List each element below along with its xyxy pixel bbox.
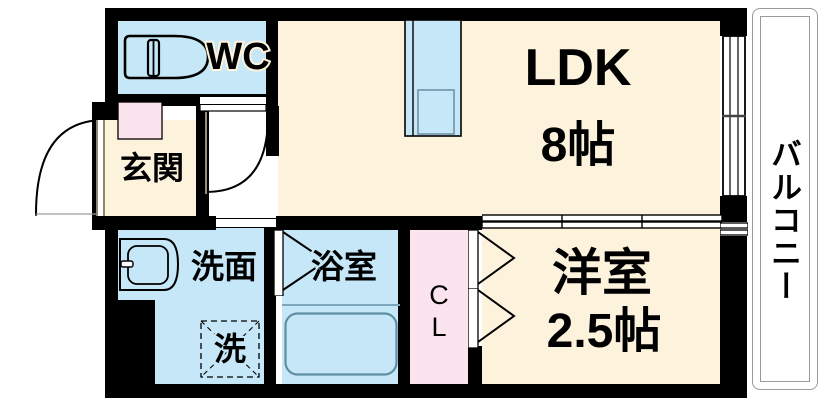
entrance-door-leaf	[96, 120, 105, 216]
closet-label-line2: L	[431, 312, 447, 342]
senmen-doorway-threshold	[216, 218, 276, 228]
washing-machine-space-icon	[200, 320, 260, 378]
room-closet-floor	[410, 228, 468, 386]
bath-shelf-line	[282, 304, 400, 306]
hall-swing-door-icon	[200, 104, 280, 204]
wall-hall-door-head-right	[266, 106, 279, 156]
shoe-cabinet-icon	[117, 101, 163, 141]
room-label-washer: 洗	[212, 331, 248, 367]
wall-senmen-top	[105, 216, 216, 230]
balcony-sliding-window-icon	[722, 36, 746, 196]
wall-exterior-right-lower	[720, 236, 747, 398]
wall-exterior-right-upper	[720, 8, 747, 36]
wall-closet-right-head	[468, 216, 482, 230]
wall-senmen-left-block	[105, 300, 155, 398]
washbasin-icon	[118, 236, 182, 294]
toilet-icon	[122, 28, 214, 86]
closet-label-line1: C	[429, 280, 449, 310]
western-room-window-icon	[720, 222, 748, 237]
wall-senmen-bath-divider	[264, 228, 276, 386]
room-label-wc: WC	[204, 36, 271, 78]
balcony-inner-outline	[760, 16, 810, 382]
bathtub-icon	[284, 312, 398, 376]
balcony-label: バルコニー	[766, 138, 801, 303]
kitchen-sink-icon	[404, 20, 462, 138]
closet-folding-door-upper-icon	[468, 230, 518, 292]
room-sliding-partition-icon	[482, 214, 722, 232]
room-label-western: 洋室	[550, 245, 654, 301]
wall-bath-closet-divider	[398, 228, 410, 386]
wall-senmen-left-strip	[105, 228, 118, 308]
closet-folding-door-lower-icon	[468, 288, 518, 350]
wall-exterior-left-genkan-top	[92, 102, 118, 120]
wall-exterior-top	[105, 8, 747, 21]
wall-exterior-bottom	[105, 384, 747, 398]
bathroom-folding-door-icon	[274, 230, 330, 296]
room-label-bath: 浴室	[309, 248, 379, 285]
wall-bath-top	[276, 216, 476, 230]
room-label-ldk: LDK	[523, 39, 634, 97]
wc-doorway-threshold	[200, 96, 266, 105]
wall-exterior-right-middle	[720, 196, 747, 222]
wall-genkan-left-jamb	[92, 120, 96, 216]
room-western-floor	[482, 228, 720, 386]
wall-exterior-left-top	[105, 8, 118, 112]
wall-closet-right-lower	[468, 346, 482, 386]
room-size-western: 2.5帖	[545, 305, 664, 358]
room-label-genkan: 玄関	[118, 150, 186, 186]
room-label-senmen: 洗面	[189, 248, 259, 285]
room-size-ldk: 8帖	[539, 119, 618, 172]
room-hall-floor	[278, 20, 398, 216]
wall-wc-right	[266, 20, 278, 106]
